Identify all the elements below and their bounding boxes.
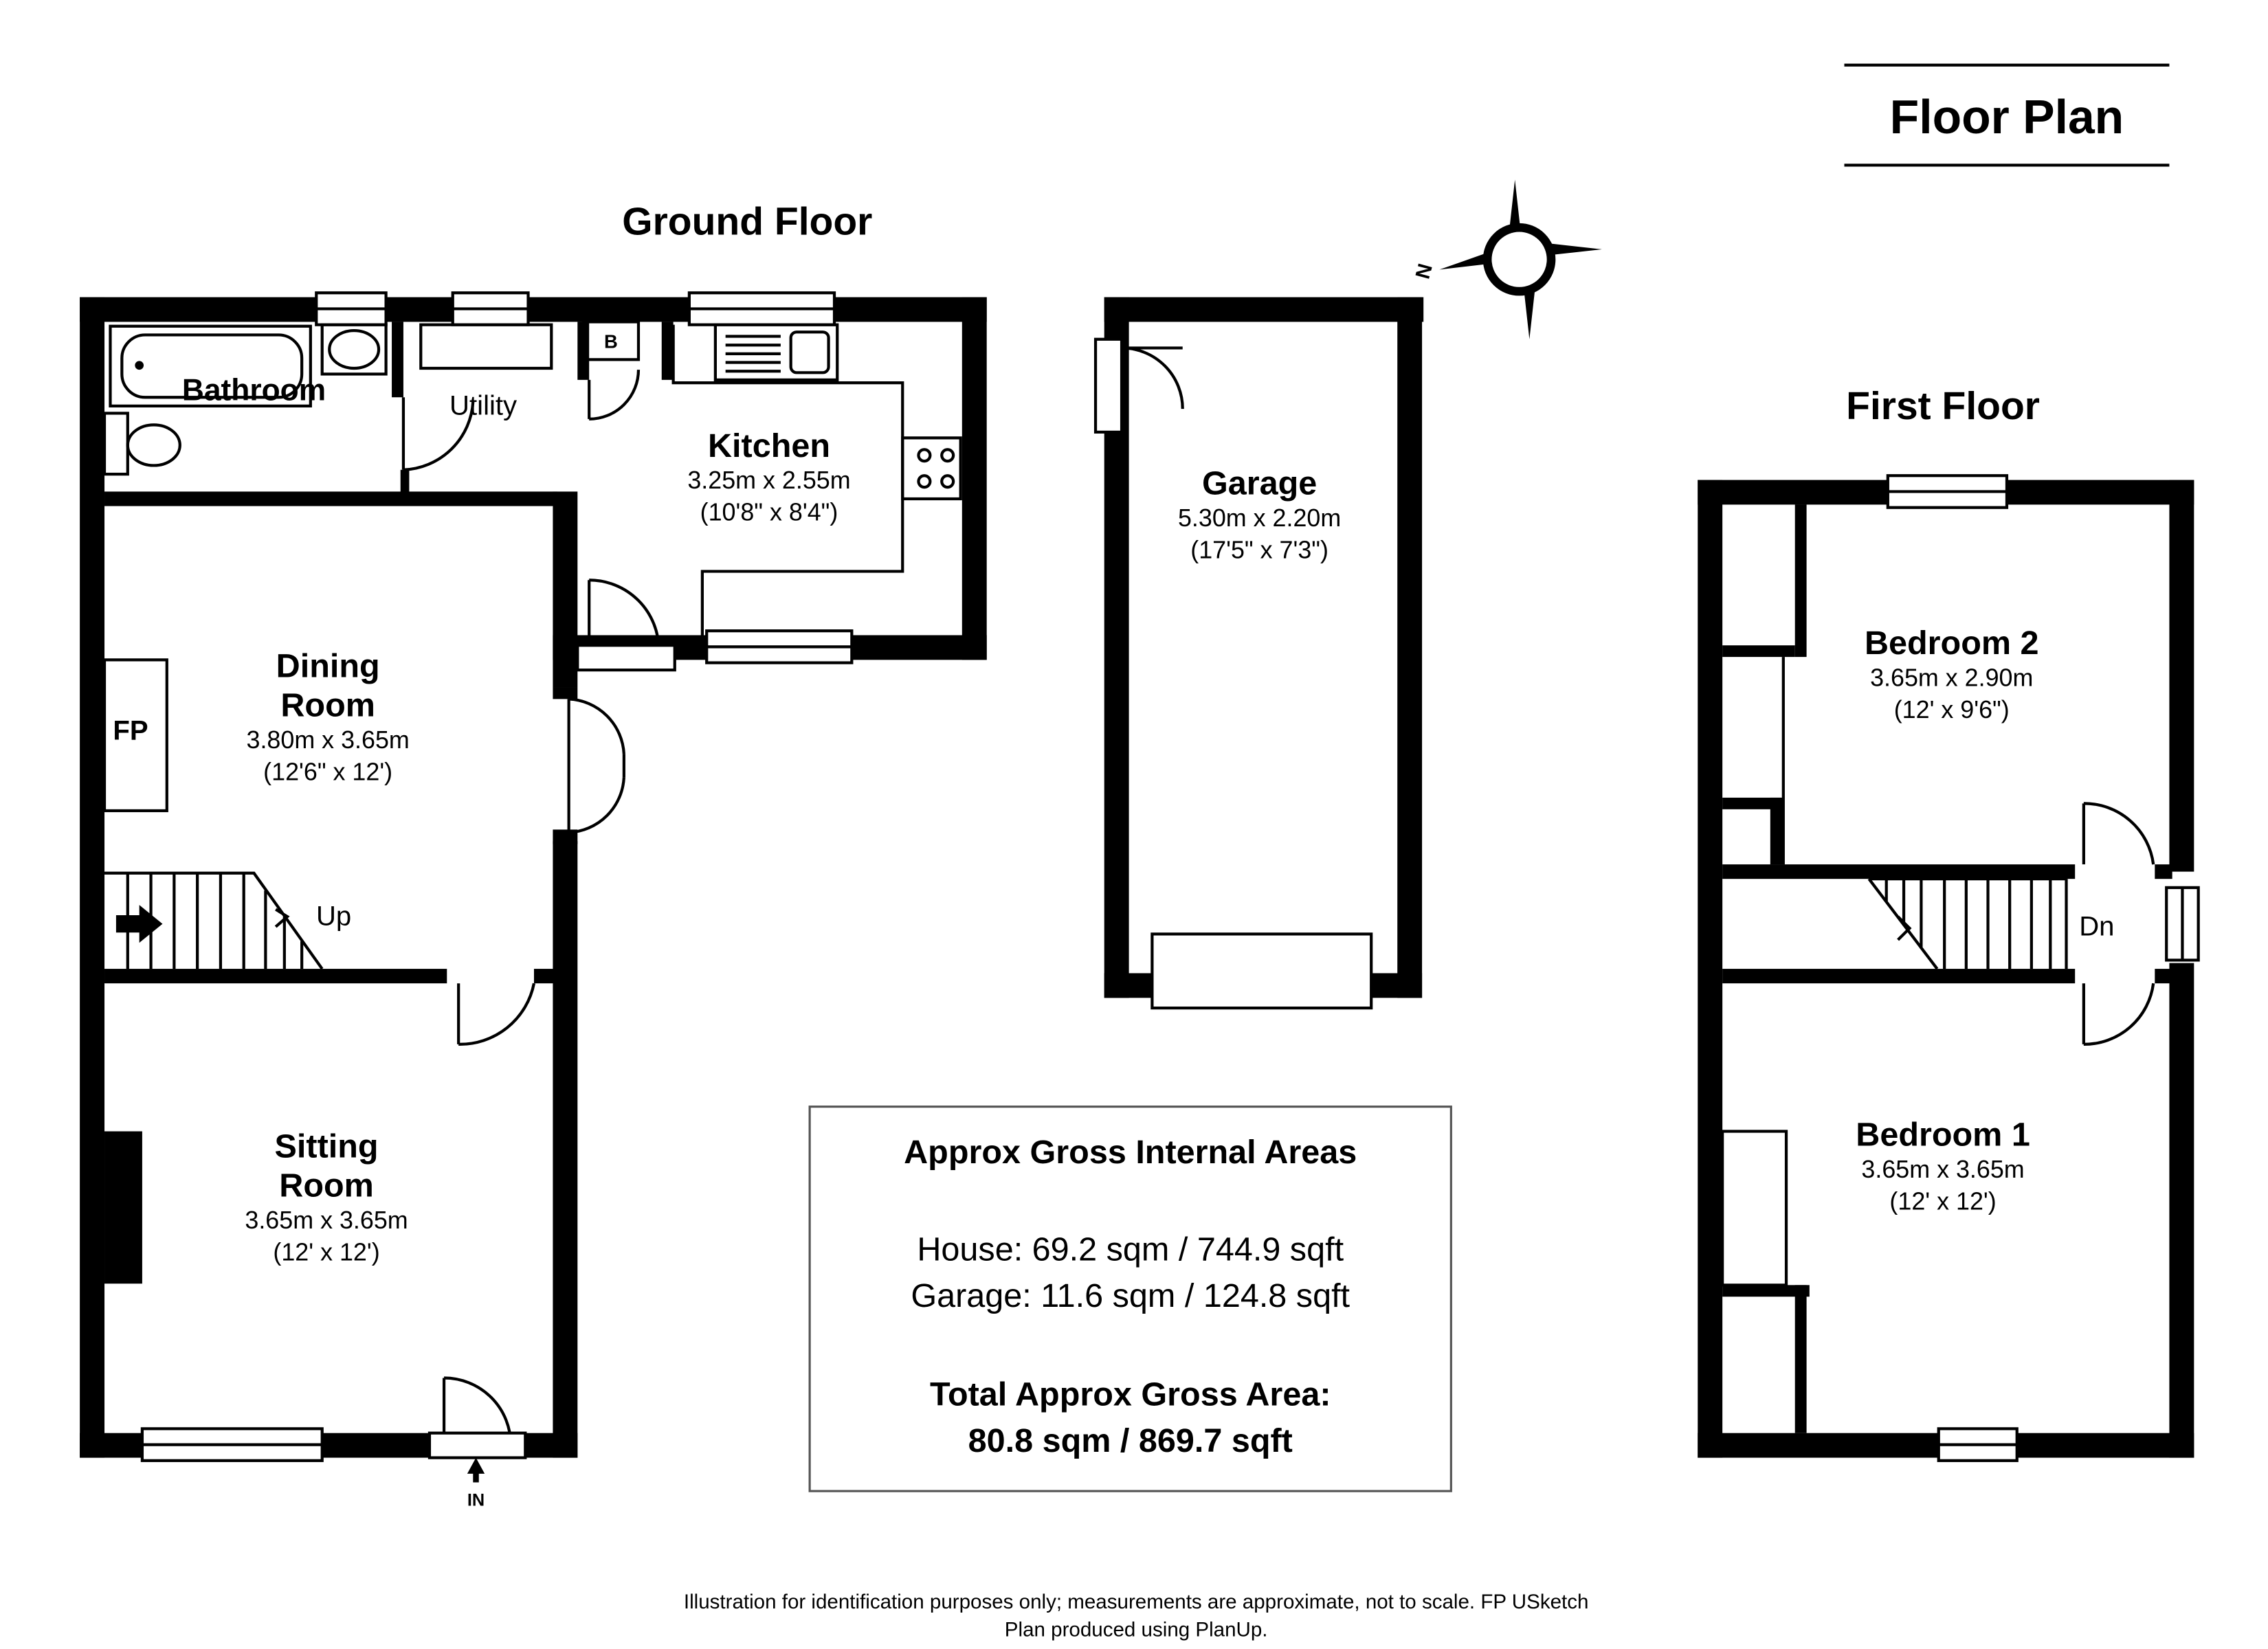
bedroom-2-label: Bedroom 2 [1865,625,2039,662]
dining-room-label: Dining [276,648,380,685]
stairs-up-label: Up [316,901,351,932]
total-area-value: 80.8 sqm / 869.7 sqft [968,1422,1293,1459]
disclaimer-text: Illustration for identification purposes… [684,1591,1589,1613]
sitting-room-label: Sitting [275,1128,379,1165]
bedroom-1-metric: 3.65m x 3.65m [1861,1156,2024,1183]
door-swing [2082,802,2155,865]
wall [1104,973,1154,998]
dining-room-label-2: Room [280,687,375,724]
wall [533,969,564,984]
wall [661,322,674,380]
garage-door [1150,932,1373,1010]
door-swing [588,579,660,650]
total-area-label: Total Approx Gross Area: [930,1376,1331,1413]
wall [80,297,987,322]
boiler-icon [581,320,641,361]
producer-credit: Plan produced using PlanUp. [1005,1618,1268,1641]
page-title: Floor Plan [1890,90,2124,144]
entrance-arrow-icon [467,1457,485,1474]
hob-icon [901,436,962,501]
basin-icon [320,323,388,376]
wall [553,841,578,1458]
wall [1397,297,1423,998]
garage-imperial: (17'5" x 7'3") [1190,537,1328,564]
door-swing [401,397,475,471]
wall [1722,864,2076,879]
wall [1722,969,2076,984]
bedroom-1-label: Bedroom 1 [1856,1117,2030,1154]
toilet-icon [102,412,129,476]
bathroom-label: Bathroom [182,373,326,407]
bath-icon [109,324,312,407]
sitting-room-metric: 3.65m x 3.65m [245,1207,408,1234]
door-swing [2082,983,2155,1046]
stairs-icon [104,871,324,970]
wall [104,491,557,506]
wall [104,969,447,984]
sink-icon [713,323,839,381]
garage-plan: Garage 5.30m x 2.20m (17'5" x 7'3") [1093,297,1424,1010]
fireplace-label: FP [113,715,148,745]
bedroom-2-imperial: (12' x 9'6") [1894,696,2010,723]
wall [2169,480,2194,872]
boiler-label: B [604,330,618,352]
wall [1371,973,1423,998]
bedroom-1-imperial: (12' x 12') [1889,1188,1996,1215]
garage-label: Garage [1202,465,1317,502]
wall [1698,480,1723,1458]
dining-room-imperial: (12'6" x 12') [263,759,392,786]
utility-worktop [419,323,553,370]
area-summary-box: Approx Gross Internal Areas House: 69.2 … [808,1106,1452,1492]
first-floor-title: First Floor [1846,384,2040,428]
kitchen-metric: 3.25m x 2.55m [687,467,850,494]
wall [80,297,105,1458]
garage-area: Garage: 11.6 sqm / 124.8 sqft [911,1277,1350,1314]
wall [2169,963,2194,1458]
stairs-icon [1867,877,2068,970]
chimney-breast [104,1131,142,1284]
plan-header: Floor Plan [1844,63,2170,167]
fireplace-icon [102,658,168,813]
entrance-label: IN [467,1490,485,1510]
side-door [1093,337,1124,434]
bedroom-2-metric: 3.65m x 2.90m [1870,664,2033,691]
door-swing [457,983,536,1046]
arrow-right-icon [115,905,163,943]
wardrobe [1721,1130,1788,1287]
sitting-room-label-2: Room [279,1167,374,1204]
ground-floor-title: Ground Floor [622,200,872,244]
ground-floor-plan: B FP [80,291,987,1510]
area-summary-title: Approx Gross Internal Areas [904,1134,1357,1171]
sitting-room-imperial: (12' x 12') [273,1238,379,1266]
wall [1104,297,1424,322]
wall [392,322,403,398]
wall [961,297,987,660]
kitchen-imperial: (10'8" x 8'4") [700,499,838,526]
utility-label: Utility [449,391,517,421]
dining-room-metric: 3.80m x 3.65m [247,726,410,754]
compass-north-label: N [1412,261,1437,281]
wall [553,491,578,688]
compass-icon: N [1412,179,1602,339]
door-swing [588,370,641,420]
garage-metric: 5.30m x 2.20m [1178,504,1341,532]
first-floor-plan: Bedroom 2 3.65m x 2.90m (12' x 9'6") Dn … [1698,474,2200,1462]
house-area: House: 69.2 sqm / 744.9 sqft [917,1231,1344,1268]
stairs-down-label: Dn [2079,912,2114,942]
kitchen-label: Kitchen [708,427,830,464]
